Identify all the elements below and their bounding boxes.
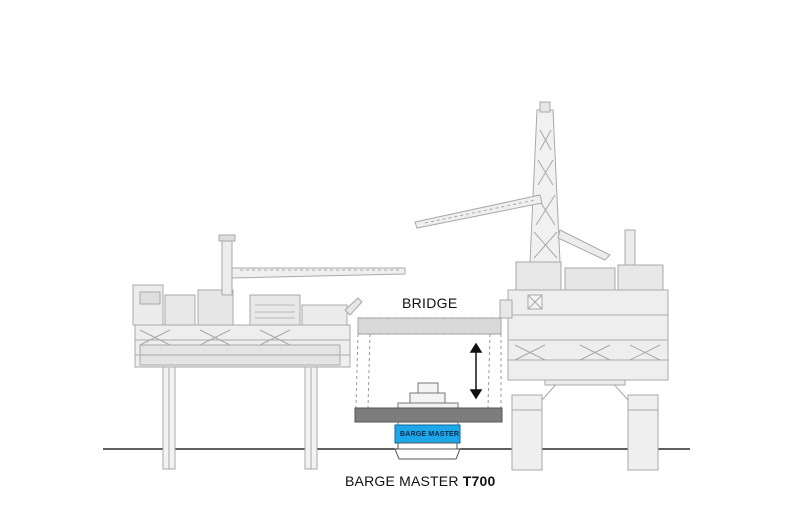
caption-model: T700 [462, 473, 496, 489]
barge-master-badge: BARGE MASTER [400, 431, 460, 438]
bridge-guide-lines [355, 333, 502, 409]
right-platform [414, 101, 669, 471]
bridge [357, 317, 502, 335]
left-platform [132, 234, 406, 470]
diagram-caption: BARGE MASTER T700 [345, 473, 495, 489]
bridge-label: BRIDGE [402, 295, 458, 311]
barge-master-system [354, 382, 503, 460]
caption-main: BARGE MASTER [345, 473, 463, 489]
double-headed-vertical-arrow-icon [469, 342, 483, 400]
